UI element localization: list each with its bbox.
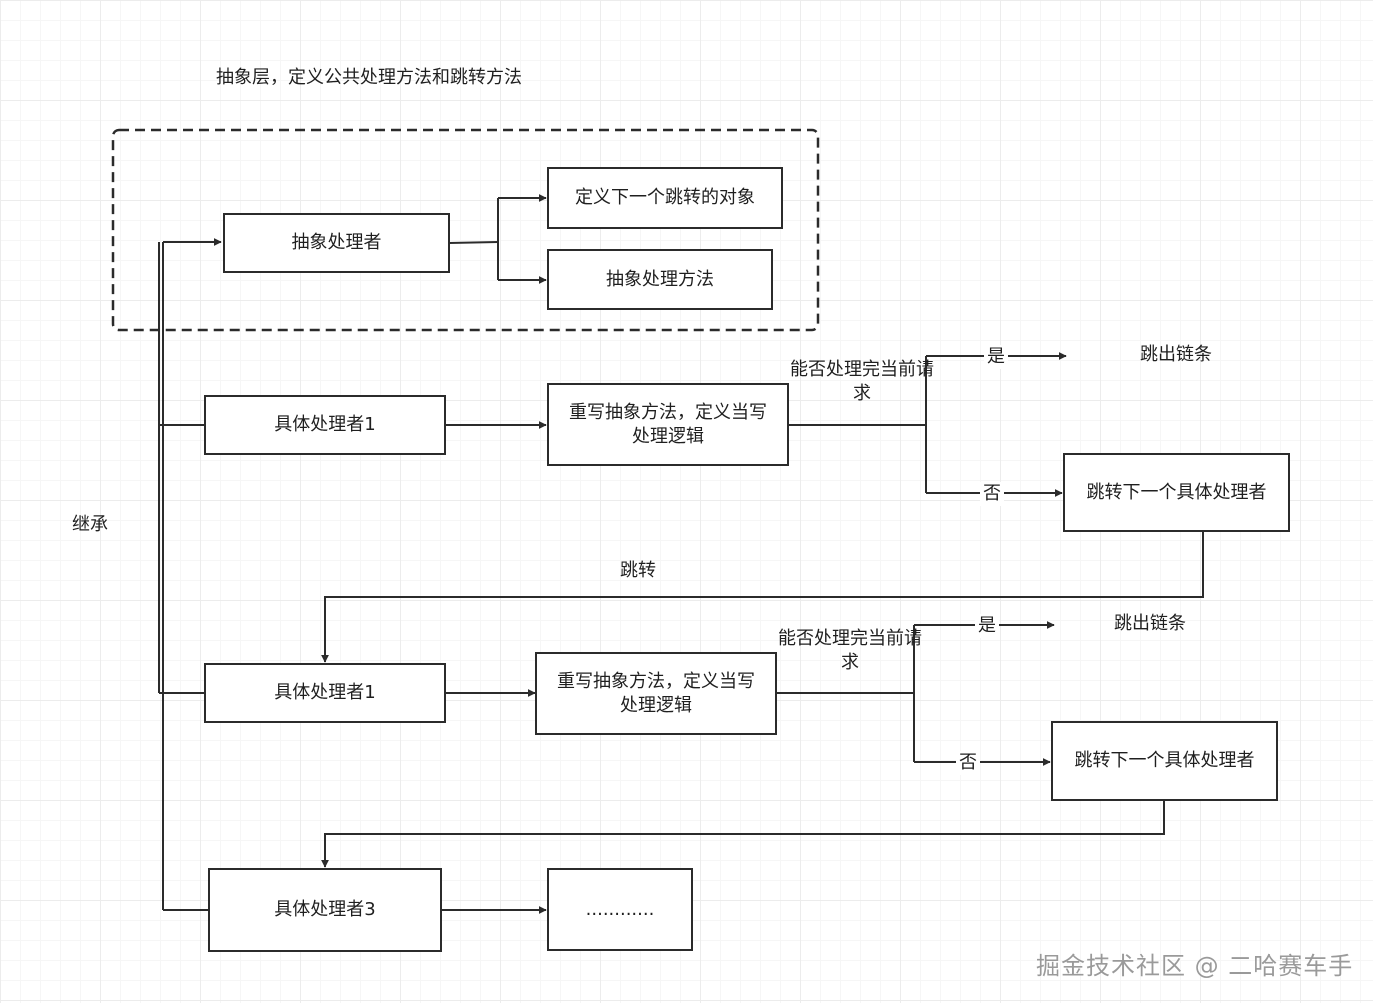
abstract-layer-title: 抽象层，定义公共处理方法和跳转方法 [216,67,522,88]
override-logic-1-node[interactable]: 重写抽象方法，定义当写处理逻辑 [547,383,789,466]
override-logic-2-node[interactable]: 重写抽象方法，定义当写处理逻辑 [535,652,777,735]
abstract-method-node[interactable]: 抽象处理方法 [547,249,773,310]
decision1-exit-label: 跳出链条 [1140,344,1212,365]
decision1-no-label: 否 [980,482,1004,506]
ellipsis-node[interactable]: ............ [547,868,693,951]
decision2-yes-label: 是 [975,614,999,638]
decision2-question: 能否处理完当前请求 [778,628,922,673]
abstract-handler-node[interactable]: 抽象处理者 [223,213,450,273]
jump2-connector [321,800,1165,868]
next-handler-2-node[interactable]: 跳转下一个具体处理者 [1051,721,1278,801]
decision2-exit-label: 跳出链条 [1114,613,1186,634]
jump1-connector [321,531,1204,663]
watermark: 掘金技术社区 @ 二哈赛车手 [1036,952,1354,980]
decision2-no-label: 否 [956,751,980,775]
decision1-question: 能否处理完当前请求 [790,359,934,404]
decision1-yes-label: 是 [984,345,1008,369]
next-handler-1-node[interactable]: 跳转下一个具体处理者 [1063,453,1290,532]
concrete-handler-1-node[interactable]: 具体处理者1 [204,395,446,455]
define-next-node[interactable]: 定义下一个跳转的对象 [547,167,783,229]
concrete-handler-3-node[interactable]: 具体处理者3 [208,868,442,952]
concrete-handler-2-node[interactable]: 具体处理者1 [204,663,446,723]
inherit-label: 继承 [72,514,108,535]
jump-label: 跳转 [620,560,656,581]
abstract-out-line [448,241,499,244]
